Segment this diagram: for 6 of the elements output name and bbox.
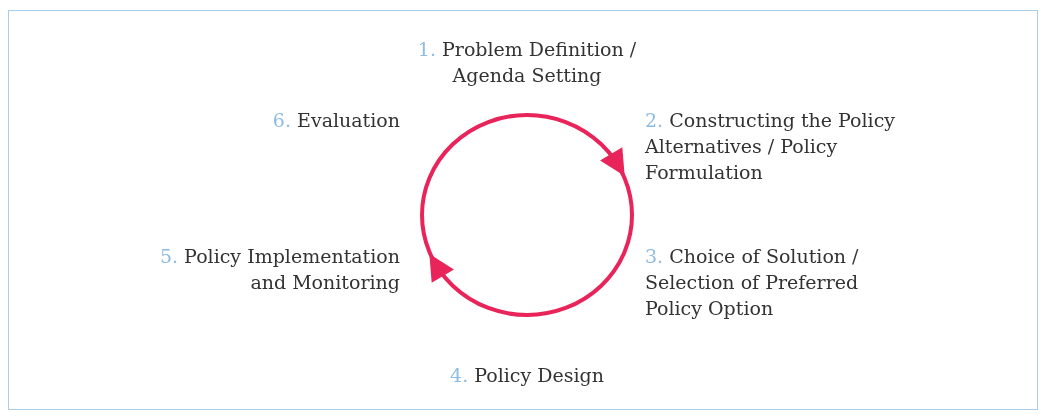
stage-label: 1. Problem Definition / Agenda Setting <box>416 37 638 88</box>
stage-label: 6. Evaluation <box>271 108 400 133</box>
stage-label: 3. Choice of Solution / Selection of Preferred Policy Option <box>645 244 860 321</box>
stage-label: 2. Constructing the Policy Alternatives / Policy Formulation <box>645 108 897 185</box>
stage-label: 5. Policy Implementation and Monitoring <box>158 244 400 295</box>
stage-label: 4. Policy Design <box>449 363 605 388</box>
